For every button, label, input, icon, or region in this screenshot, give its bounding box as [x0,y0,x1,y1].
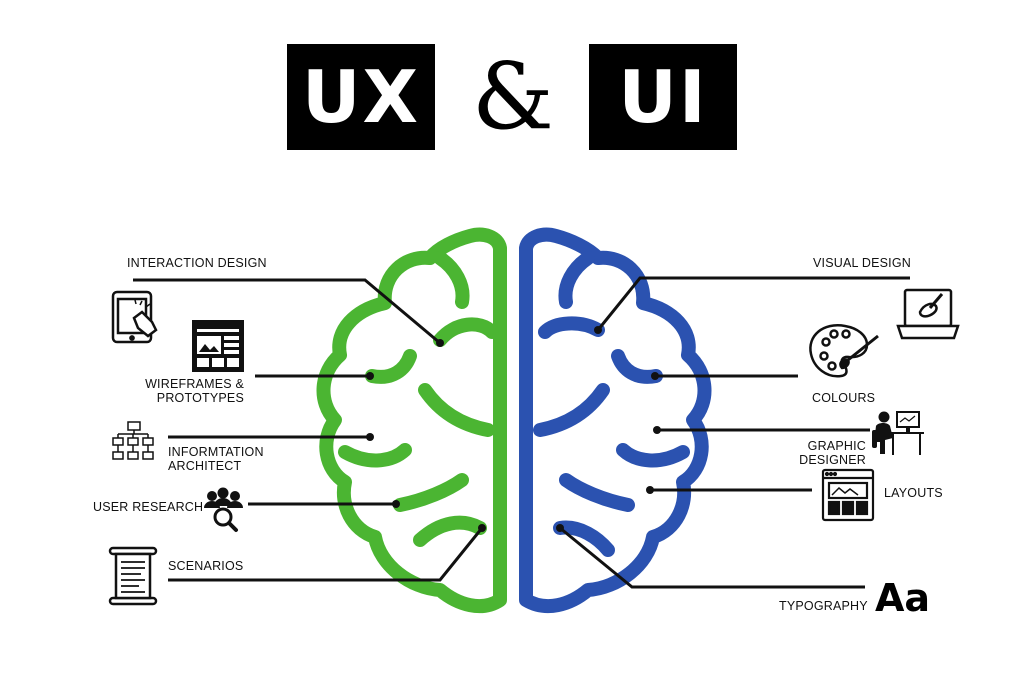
label-information-line1: INFORMTATION [168,445,264,459]
sitemap-icon [112,421,154,460]
ampersand: & [472,43,554,150]
layout-browser-icon [821,468,875,522]
label-wireframes-prototypes: WIREFRAMES & PROTOTYPES [140,377,244,405]
label-information-architect: INFORMTATION ARCHITECT [168,445,264,473]
palette-icon [809,324,879,378]
label-colours: COLOURS [812,391,876,405]
ui-hemisphere [519,227,712,614]
typography-aa-icon: Aa [875,576,931,620]
label-graphic-designer: GRAPHIC DESIGNER [790,439,866,467]
wireframe-icon [192,320,244,372]
laptop-pen-icon [896,288,960,340]
connector-typography [559,526,865,589]
label-interaction-design: INTERACTION DESIGN [127,256,267,270]
label-user-research: USER RESEARCH [93,500,204,514]
label-graphic-line2: DESIGNER [799,453,866,467]
title-ui: UI [618,55,708,139]
designer-at-desk-icon [872,411,924,455]
label-wireframes-line1: WIREFRAMES & [145,377,244,391]
label-wireframes-line2: PROTOTYPES [156,391,244,405]
label-graphic-line1: GRAPHIC [807,439,866,453]
label-scenarios: SCENARIOS [168,559,244,573]
connector-scenarios [168,527,484,582]
label-information-line2: ARCHITECT [168,459,242,473]
user-research-icon [204,487,243,532]
ux-hemisphere [316,227,507,614]
label-layouts: LAYOUTS [884,486,943,500]
connector-visual [596,276,910,331]
title-ui-box: UI [589,44,737,150]
label-visual-design: VISUAL DESIGN [813,256,911,270]
connector-dots [366,326,661,532]
scroll-icon [108,546,158,606]
connector-lines [133,276,910,589]
title-ux-box: UX [287,44,435,150]
connector-interaction [133,278,441,345]
tablet-touch-icon [111,290,158,344]
title-ux: UX [302,55,420,139]
label-typography: TYPOGRAPHY [779,599,868,613]
